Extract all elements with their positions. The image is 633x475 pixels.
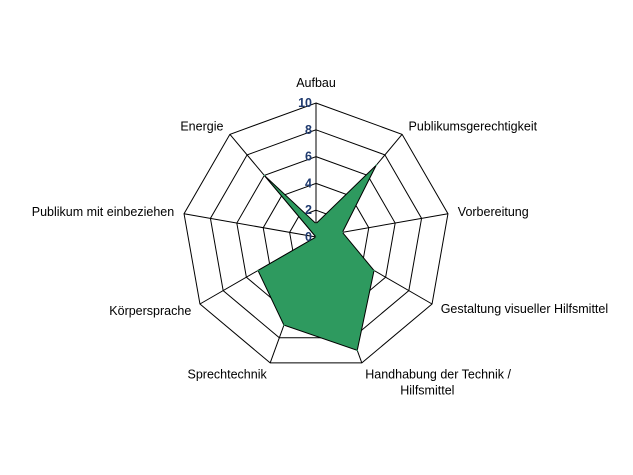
chart-axis-labels: AufbauPublikumsgerechtigkeitVorbereitung… [32,76,608,397]
grid-ring-10 [183,102,449,364]
data-point-1 [375,164,378,166]
data-area [257,164,377,351]
data-point-0 [315,222,317,225]
chart-series [257,164,378,352]
spoke-7 [183,213,317,238]
tick-label-0: 0 [305,230,312,244]
data-point-3 [373,269,375,272]
tick-label-8: 8 [305,123,312,137]
tick-label-2: 2 [305,203,312,217]
axis-label-8: Energie [180,120,223,134]
axis-label-5: Sprechtechnik [188,367,268,381]
axis-label-3: Gestaltung visueller Hilfsmittel [441,302,608,316]
tick-label-10: 10 [298,96,312,110]
data-point-7 [315,236,317,238]
data-point-6 [257,269,259,272]
data-point-2 [341,231,344,234]
axis-label-1: Publikumsgerechtigkeit [409,120,538,134]
data-point-4 [356,349,359,352]
axis-label-7: Publikum mit einbeziehen [32,205,174,219]
tick-label-6: 6 [305,150,312,164]
axis-label-4: Handhabung der Technik /Hilfsmittel [365,367,511,397]
tick-label-4: 4 [305,176,312,190]
chart-ticks: 0 2 4 6 8 10 [298,96,312,244]
axis-label-2: Vorbereitung [458,205,529,219]
data-point-5 [283,324,285,326]
axis-label-6: Körpersprache [109,304,191,318]
data-point-8 [263,174,266,177]
grid-ring-8 [209,129,423,339]
axis-label-0: Aufbau [296,76,336,90]
